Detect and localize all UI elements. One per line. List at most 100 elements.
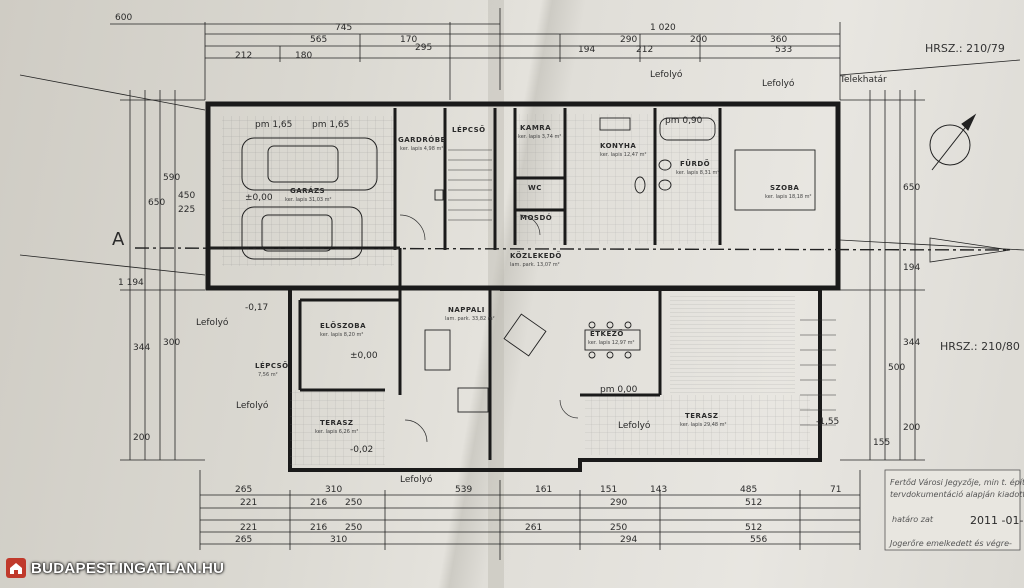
left-dim-2: 650 [148, 198, 165, 208]
room-kamra: KAMRA [520, 124, 551, 132]
bottom-dim-13: 512 [745, 498, 762, 508]
wardrobe-icon [434, 189, 444, 201]
level-m040: ±0,00 [245, 193, 273, 203]
section-line [134, 237, 1011, 263]
dining-table-icon [584, 329, 641, 351]
top-dim-10: 180 [295, 51, 312, 61]
watermark-text: BUDAPEST.INGATLAN.HU [31, 559, 225, 577]
door-swings [399, 214, 579, 443]
room-gardrob-sub: ker. lapis 4,98 m² [400, 146, 443, 152]
staircase-top [448, 149, 492, 221]
room-kamra-sub: ker. lapis 3,74 m² [518, 134, 561, 140]
sink-icon [658, 159, 672, 171]
right-dimension-lines [839, 59, 1024, 461]
top-dim-2: 745 [335, 23, 352, 33]
lefolyo-label-1: Lefolyó [196, 317, 229, 328]
room-furdo: FÜRDŐ [680, 159, 710, 168]
room-garazs: GARÁZS [290, 186, 325, 195]
room-szoba: SZOBA [770, 184, 799, 192]
top-dim-1: 600 [115, 13, 132, 23]
level-pm165b: pm 1,65 [312, 120, 349, 130]
left-dim-7: 300 [163, 338, 180, 348]
level-pm165a: pm 1,65 [255, 120, 292, 130]
room-szoba-sub: ker. lapis 18,18 m² [765, 194, 812, 200]
sofa-icon [424, 329, 451, 371]
right-dim-3: 344 [903, 338, 920, 348]
room-lepcso: LÉPCSŐ [255, 361, 289, 370]
left-dimension-lines [19, 74, 206, 461]
room-furdo-sub: ker. lapis 8,31 m² [676, 170, 719, 176]
left-dim-8: 200 [133, 433, 150, 443]
approval-stamp [884, 469, 1021, 551]
bottom-dim-22: 294 [620, 535, 637, 545]
top-dim-11: 295 [415, 43, 432, 53]
room-mosdo: MOSDÓ [520, 213, 552, 222]
room-wc: WC [528, 184, 542, 192]
left-dim-6: 344 [133, 343, 150, 353]
stamp-line3: Jogerőre emelkedett és végre- [888, 538, 1012, 548]
car-bottom-icon [241, 206, 363, 260]
bottom-dim-21: 310 [330, 535, 347, 545]
room-terasz-right-sub: ker. lapis 29,48 m² [680, 422, 727, 428]
right-dim-1: 194 [903, 263, 920, 273]
top-dim-12: 194 [578, 45, 595, 55]
right-terrace-floor [585, 395, 810, 455]
north-arrow-icon [929, 113, 977, 171]
room-eloszoba-sub: ker. lapis 8,20 m² [320, 332, 363, 338]
garage-floor [222, 116, 394, 266]
left-dim-3: 590 [163, 173, 180, 183]
level-m017: -0,17 [245, 303, 268, 313]
top-dim-14: 533 [775, 45, 792, 55]
lefolyo-label-3: Lefolyó [400, 474, 433, 485]
telekhatar-label: Telekhatár [839, 75, 887, 85]
right-dim-5: 200 [903, 423, 920, 433]
bathtub-icon [659, 117, 716, 141]
room-nappali: NAPPALI [448, 306, 485, 314]
bottom-dim-1: 265 [235, 485, 252, 495]
room-garazs-sub: ker. lapis 31,03 m² [285, 197, 332, 203]
bottom-dim-15: 216 [310, 523, 327, 533]
bottom-dim-17: 261 [525, 523, 542, 533]
section-mark: A [112, 229, 125, 250]
top-dim-5: 170 [400, 35, 417, 45]
bottom-dim-7: 485 [740, 485, 757, 495]
bottom-dim-6: 143 [650, 485, 667, 495]
watermark-logo: BUDAPEST.INGATLAN.HU [6, 556, 224, 580]
room-etkezo-sub: ker. lapis 12,97 m² [588, 340, 635, 346]
top-dim-13: 212 [636, 45, 653, 55]
garage-cars [241, 137, 378, 260]
room-kozlekedo: KÖZLEKEDŐ [510, 251, 562, 260]
furniture [424, 117, 816, 413]
toilet-icon [634, 176, 646, 194]
right-dim-6: 155 [873, 438, 890, 448]
stamp-date: 2011 -01- [970, 514, 1023, 527]
stamp-line1: Fertőd Városi Jegyzője, min t. építés- [890, 477, 1024, 487]
bottom-dim-9: 221 [240, 498, 257, 508]
bottom-dim-18: 250 [610, 523, 627, 533]
car-top-icon [241, 137, 378, 191]
bottom-dim-12: 290 [610, 498, 627, 508]
lefolyo-label-4: Lefolyó [618, 420, 651, 431]
level-m155: -1,55 [816, 417, 839, 427]
bottom-dim-10: 216 [310, 498, 327, 508]
left-dim-5: 225 [178, 205, 195, 215]
top-dim-9: 212 [235, 51, 252, 61]
room-konyha-sub: ker. lapis 12,47 m² [600, 152, 647, 158]
bottom-dim-14: 221 [240, 523, 257, 533]
room-nappali-sub: lam. park. 33,82 m² [445, 316, 495, 322]
room-terasz-left: TERASZ [320, 419, 353, 427]
pergola-area [670, 295, 795, 395]
bottom-dim-19: 512 [745, 523, 762, 533]
bottom-dim-4: 161 [535, 485, 552, 495]
top-dim-4: 565 [310, 35, 327, 45]
top-dim-8: 360 [770, 35, 787, 45]
level-pm090: pm 0,90 [665, 116, 703, 126]
bottom-dim-20: 265 [235, 535, 252, 545]
bed-icon [734, 149, 816, 211]
top-dim-3: 1 020 [650, 23, 676, 33]
bottom-dim-8: 71 [830, 485, 841, 495]
kitchen-counter-icon [599, 117, 631, 131]
lefolyo-label-2: Lefolyó [236, 400, 269, 411]
paper-fold [488, 0, 504, 588]
